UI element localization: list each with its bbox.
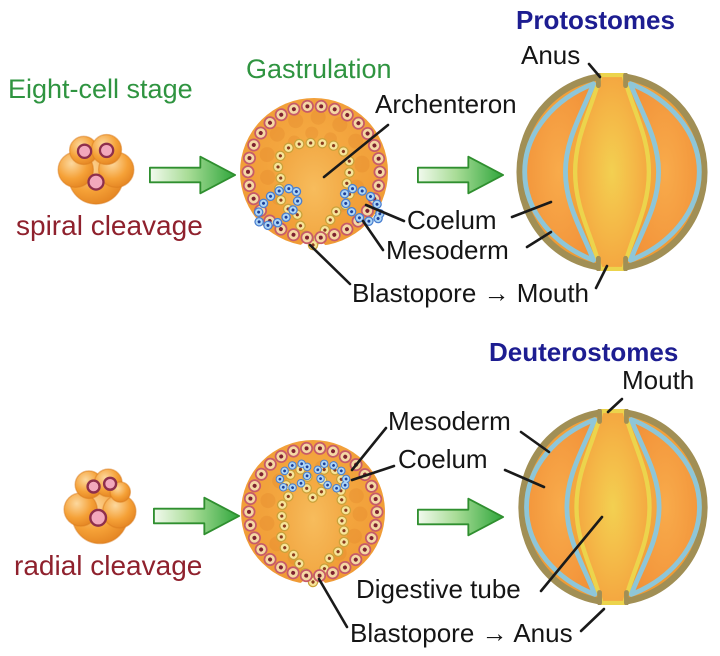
- coelum-label-protostome: Coelum: [407, 205, 497, 235]
- spiral-cleavage-label: spiral cleavage: [16, 210, 203, 241]
- gastrula-deuterostome: [241, 440, 385, 592]
- coelom-lobe-right: [628, 417, 702, 597]
- deuterostomes-title: Deuterostomes: [489, 337, 679, 367]
- coelum-label-deuterostome: Coelum: [398, 444, 488, 474]
- archenteron-label: Archenteron: [375, 89, 517, 119]
- radial-cleavage-label: radial cleavage: [14, 550, 203, 581]
- protostomes-title: Protostomes: [516, 5, 675, 35]
- adult-deuterostome: [518, 409, 708, 605]
- adult-protostome: [516, 73, 708, 271]
- coelom-pouches: [275, 459, 351, 493]
- coelom-lobe-right: [628, 81, 702, 263]
- eight-cell-stage-label: Eight-cell stage: [8, 74, 193, 104]
- right-arrow-icon: [149, 155, 237, 195]
- blastopore-mouth-label: Blastopore → Mouth: [352, 278, 590, 308]
- anus-label-protostome: Anus: [521, 40, 581, 70]
- mesoderm-label-deuterostome: Mesoderm: [388, 406, 511, 436]
- eight-cell-embryo-radial: [63, 468, 137, 545]
- gastrulation-label: Gastrulation: [246, 54, 392, 84]
- mouth-label-deuterostome: Mouth: [622, 365, 695, 395]
- digestive-tube-label: Digestive tube: [356, 574, 521, 604]
- mesoderm-label-protostome: Mesoderm: [386, 235, 509, 265]
- ectoderm-cell-ring: [242, 441, 384, 583]
- gastrula-protostome: [240, 98, 388, 251]
- right-arrow-icon: [417, 497, 505, 537]
- right-arrow-icon: [417, 155, 505, 195]
- eight-cell-embryo-spiral: [57, 133, 135, 205]
- blastopore-anus-label: Blastopore → Anus: [350, 618, 573, 648]
- right-arrow-icon: [153, 496, 241, 536]
